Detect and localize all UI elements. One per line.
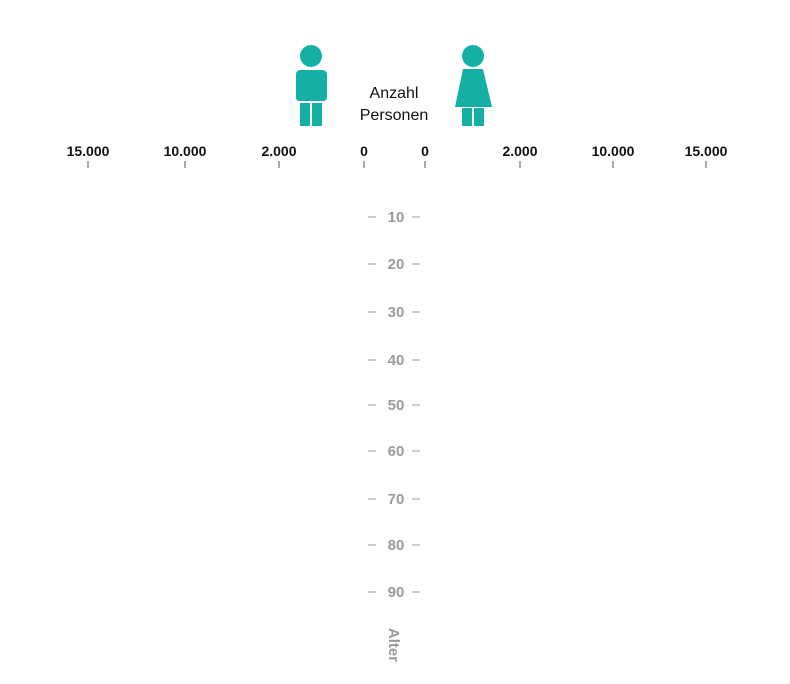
right-axis-tick-label: 15.000 <box>685 143 728 159</box>
age-axis: 10 20 30 40 50 60 70 80 90 <box>368 209 420 601</box>
right-count-axis: 0 2.000 10.000 15.000 <box>421 143 728 168</box>
left-count-axis: 15.000 10.000 2.000 0 <box>67 143 368 168</box>
age-tick-label: 10 <box>388 209 405 226</box>
left-axis-tick-label: 10.000 <box>164 143 207 159</box>
count-label-line2: Personen <box>360 107 429 124</box>
age-tick-label: 70 <box>388 491 405 508</box>
right-axis-tick-label: 10.000 <box>592 143 635 159</box>
right-axis-tick-label: 2.000 <box>502 143 537 159</box>
right-axis-tick-label: 0 <box>421 143 429 159</box>
count-label-line1: Anzahl <box>370 85 419 102</box>
age-tick-label: 50 <box>388 397 405 414</box>
left-axis-tick-label: 0 <box>360 143 368 159</box>
female-icon <box>455 45 492 126</box>
age-tick-label: 80 <box>388 537 405 554</box>
left-axis-tick-label: 2.000 <box>261 143 296 159</box>
age-tick-label: 60 <box>388 443 405 460</box>
age-tick-label: 20 <box>388 256 405 273</box>
age-tick-label: 30 <box>388 304 405 321</box>
male-icon <box>296 45 327 126</box>
age-tick-label: 90 <box>388 584 405 601</box>
age-axis-label: Alter <box>385 628 402 662</box>
age-tick-label: 40 <box>388 352 405 369</box>
left-axis-tick-label: 15.000 <box>67 143 110 159</box>
